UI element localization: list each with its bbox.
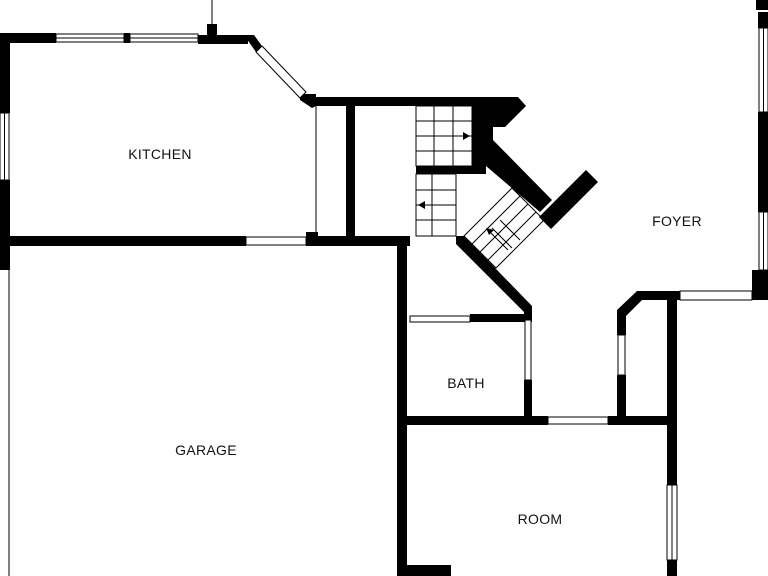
stair-arrow-right-icon bbox=[463, 132, 470, 140]
wall-left-upper bbox=[0, 33, 10, 113]
door-kitchen-garage bbox=[245, 236, 307, 246]
door-room-top bbox=[547, 416, 609, 425]
wall-hall-left bbox=[397, 242, 407, 576]
stair-arrow-left-icon bbox=[418, 201, 425, 209]
wall-kitchen-bottom-stub bbox=[306, 232, 318, 246]
wall-closet-top bbox=[617, 291, 680, 335]
wall-stair-left bbox=[346, 106, 355, 242]
label-garage: GARAGE bbox=[175, 442, 237, 458]
wall-room-bottom bbox=[397, 565, 451, 576]
wall-foyer-right-b bbox=[752, 270, 768, 300]
door-foyer-bottom bbox=[679, 290, 753, 301]
wall-room-right-lower bbox=[667, 560, 677, 576]
wall-left-mid bbox=[0, 180, 10, 270]
room-labels: KITCHEN FOYER BATH GARAGE ROOM bbox=[128, 146, 702, 527]
wall-stair-diagonal bbox=[472, 100, 552, 212]
stair-diagonal-run bbox=[463, 187, 545, 269]
wall-room-top-right bbox=[608, 416, 676, 425]
wall-closet-right bbox=[667, 295, 677, 495]
wall-bath-top bbox=[470, 314, 532, 322]
door-bath-right bbox=[524, 319, 532, 381]
window-kitchen-diagonal bbox=[255, 45, 307, 99]
wall-kitchen-corner-top bbox=[244, 35, 262, 52]
wall-stub-top bbox=[207, 24, 217, 42]
label-room: ROOM bbox=[518, 511, 563, 527]
wall-kitchen-bottom-right bbox=[306, 236, 410, 246]
wall-closet-left-lower bbox=[617, 375, 626, 425]
wall-bath-bottom bbox=[402, 416, 548, 425]
wall-foyer-right-a bbox=[758, 112, 768, 212]
wall-kitchen-top-right bbox=[198, 35, 248, 44]
wall-landing bbox=[416, 166, 486, 174]
door-bath bbox=[409, 315, 471, 323]
wall-foyer-right-mid bbox=[758, 12, 768, 28]
wall-stair-top bbox=[312, 97, 526, 127]
label-kitchen: KITCHEN bbox=[128, 146, 192, 162]
label-bath: BATH bbox=[447, 375, 485, 391]
wall-foyer-right-top bbox=[756, 0, 768, 10]
wall-bath-right-lower bbox=[524, 380, 532, 420]
stair-arrow-diagonal-icon bbox=[486, 228, 494, 235]
wall-kitchen-top-left bbox=[0, 33, 56, 43]
door-closet-left bbox=[617, 334, 626, 376]
window-divider bbox=[124, 33, 130, 43]
wall-foyer-diagonal bbox=[539, 170, 598, 229]
stairs bbox=[415, 105, 545, 269]
wall-bath-diagonal bbox=[456, 236, 532, 320]
label-foyer: FOYER bbox=[652, 213, 702, 229]
wall-kitchen-bottom-left bbox=[0, 236, 246, 246]
